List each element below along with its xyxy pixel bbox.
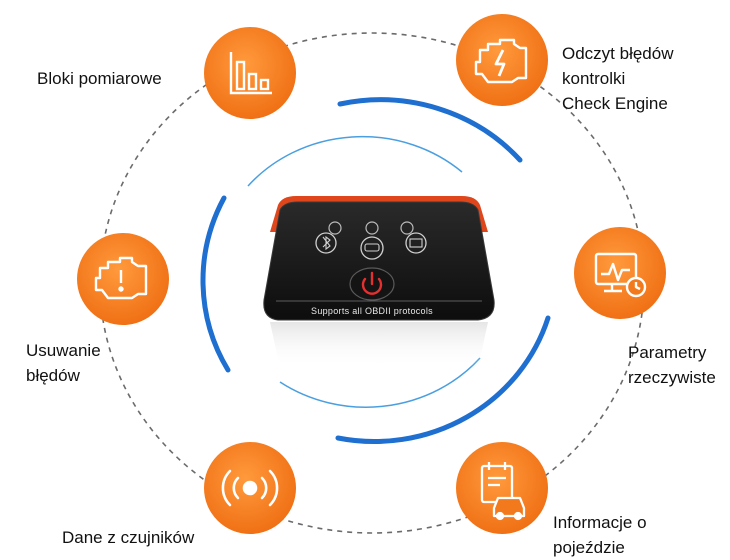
- power-icon: [361, 277, 383, 295]
- orange-circle: [77, 233, 169, 325]
- label-line: Bloki pomiarowe: [37, 69, 162, 88]
- device-body: [263, 201, 495, 321]
- engine-warning-icon: [474, 38, 528, 84]
- engine-icon: [94, 256, 148, 300]
- feature-live-parameters: [574, 227, 666, 319]
- led-bluetooth: [328, 221, 342, 235]
- label-line: Check Engine: [562, 94, 668, 113]
- label-line: rzeczywiste: [628, 368, 716, 387]
- label-line: Dane z czujników: [62, 528, 195, 547]
- thin-arc-bottom: [279, 357, 481, 408]
- label-line: Parametry: [628, 343, 707, 362]
- device-reflection: [270, 322, 488, 368]
- label-measurement-blocks: Bloki pomiarowe: [37, 66, 162, 91]
- car-status-icon: [360, 236, 384, 260]
- thin-arc-top: [247, 135, 463, 187]
- label-sensor-data: Dane z czujników: [62, 525, 194, 550]
- feature-measurement-blocks: [204, 27, 296, 119]
- label-line: kontrolki: [562, 69, 626, 88]
- battery-icon: [405, 232, 427, 254]
- blue-arc-right: [335, 315, 551, 445]
- label-line: Usuwanie: [26, 341, 101, 360]
- sensor-signal-icon: [221, 469, 279, 507]
- label-line: błędów: [26, 366, 80, 385]
- label-line: Odczyt błędów: [562, 44, 674, 63]
- bluetooth-icon: [315, 232, 337, 254]
- car-document-icon: [480, 462, 526, 521]
- led-battery: [400, 221, 414, 235]
- label-line: Informacje o: [553, 513, 647, 532]
- label-live-parameters: Parametry rzeczywiste: [628, 340, 716, 390]
- orange-circle: [456, 442, 548, 534]
- feature-sensor-data: [204, 442, 296, 534]
- device-label: Supports all OBDII protocols: [311, 306, 433, 316]
- label-check-engine: Odczyt błędów kontrolki Check Engine: [562, 41, 674, 116]
- blue-arc-left: [200, 195, 231, 373]
- obd-device: Supports all OBDII protocols: [263, 196, 495, 321]
- feature-check-engine: [456, 14, 548, 106]
- feature-vehicle-info: [456, 442, 548, 534]
- monitor-clock-icon: [594, 252, 647, 298]
- feature-clear-errors: [77, 233, 169, 325]
- label-line: pojeździe: [553, 538, 625, 557]
- orange-circle: [456, 14, 548, 106]
- led-engine: [365, 221, 379, 235]
- blue-arc-top: [337, 97, 523, 163]
- label-clear-errors: Usuwanie błędów: [26, 338, 101, 388]
- label-vehicle-info: Informacje o pojeździe: [553, 510, 647, 560]
- bar-chart-icon: [229, 52, 272, 95]
